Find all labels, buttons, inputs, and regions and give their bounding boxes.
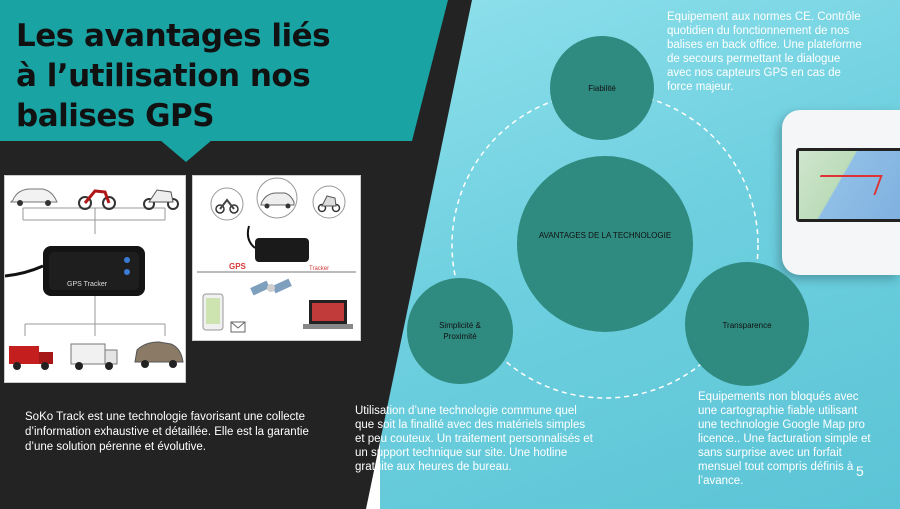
scooter-icon — [317, 195, 341, 213]
laptop-icon — [303, 300, 353, 329]
bottom-left-circle — [407, 278, 513, 384]
title-notch — [160, 140, 212, 162]
bottom-right-circle-label: Transparence — [722, 321, 772, 330]
gps-label: GPS — [229, 262, 247, 271]
intro-description: SoKo Track est une technologie favorisan… — [25, 411, 309, 453]
gps-tracker-vehicles-image: GPS Tracker — [4, 175, 186, 383]
red-truck-icon — [9, 346, 53, 370]
map-graphic — [799, 151, 900, 219]
tracker-label: Tracker — [309, 266, 329, 272]
bottom-left-circle-label: Simplicité & Proximité — [439, 321, 481, 341]
slide-page-number: 5 — [856, 463, 864, 479]
white-van-icon — [70, 343, 118, 370]
center-circle — [517, 156, 693, 332]
envelope-icon — [230, 321, 246, 333]
reliability-info-text: Equipement aux normes CE. Contrôle quoti… — [667, 11, 862, 93]
scooter-icon — [143, 189, 179, 210]
gps-tracker-device: GPS Tracker — [4, 246, 145, 296]
motorcycle-icon — [215, 198, 239, 214]
gps-tracker-illustration: GPS Tracker — [4, 188, 184, 370]
title-band — [0, 0, 448, 141]
top-circle-label: Fiabilité — [588, 84, 616, 93]
tracker-device — [255, 238, 309, 262]
transparency-info-text: Equipements non bloqués avec une cartogr… — [698, 391, 871, 487]
device-label: GPS Tracker — [67, 281, 108, 288]
suv-icon — [134, 341, 184, 368]
motorcycle-icon — [78, 189, 116, 210]
car-icon — [260, 192, 295, 209]
gps-schema-illustration: GPS Tracker — [197, 177, 356, 333]
tablet-map-screen — [796, 148, 900, 222]
tablet-device-image — [782, 110, 900, 275]
satellite-icon — [250, 278, 292, 296]
phone-icon — [202, 293, 224, 331]
gps-tracking-schema-image: GPS Tracker — [192, 175, 361, 341]
simplicity-info-text: Utilisation d’une technologie commune qu… — [355, 405, 593, 473]
map-route — [813, 175, 883, 195]
car-icon — [9, 188, 58, 206]
bottom-right-circle — [685, 262, 809, 386]
slide-title: Les avantages liés à l’utilisation nos b… — [16, 18, 331, 134]
center-circle-label: AVANTAGES DE LA TECHNOLOGIE — [538, 231, 672, 240]
top-circle — [550, 36, 654, 140]
